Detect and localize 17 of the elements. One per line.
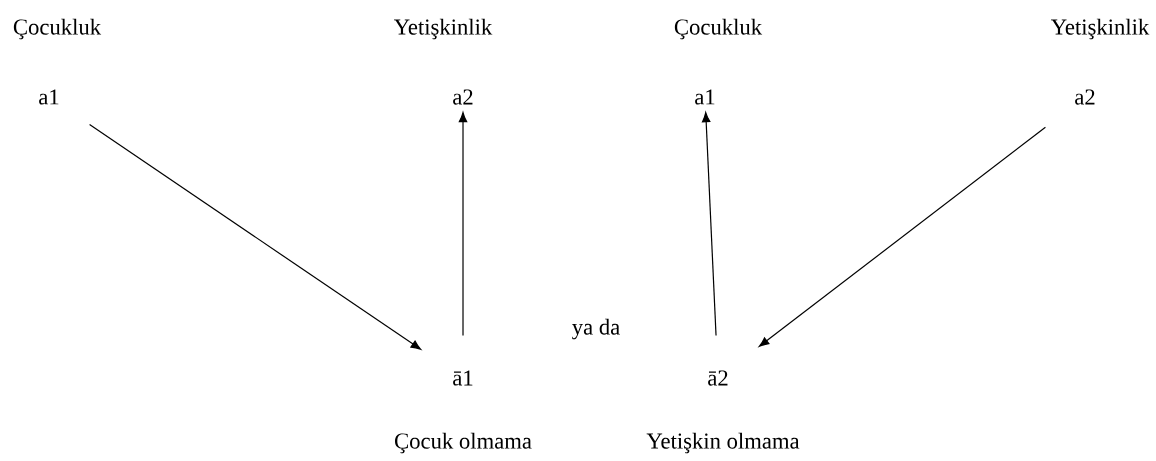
heading-label: Çocukluk xyxy=(13,18,102,40)
variable-label: ā2 xyxy=(708,370,728,386)
variable-label: a1 xyxy=(695,89,715,105)
caption-label: Yetişkin olmama xyxy=(646,432,800,454)
caption-label: Çocuk olmama xyxy=(395,432,532,454)
note-label: ya da xyxy=(572,318,620,340)
heading-label: Çocukluk xyxy=(674,18,763,40)
variable-label: ā1 xyxy=(453,370,473,386)
heading-label: Yetişkinlik xyxy=(1051,18,1150,40)
variable-label: a2 xyxy=(453,89,473,105)
arrow xyxy=(701,112,717,337)
arrow xyxy=(458,112,468,337)
arrow xyxy=(88,123,422,350)
variable-label: a1 xyxy=(39,89,59,105)
arrow xyxy=(758,126,1046,347)
variable-label: a2 xyxy=(1075,89,1095,105)
heading-label: Yetişkinlik xyxy=(394,18,493,40)
